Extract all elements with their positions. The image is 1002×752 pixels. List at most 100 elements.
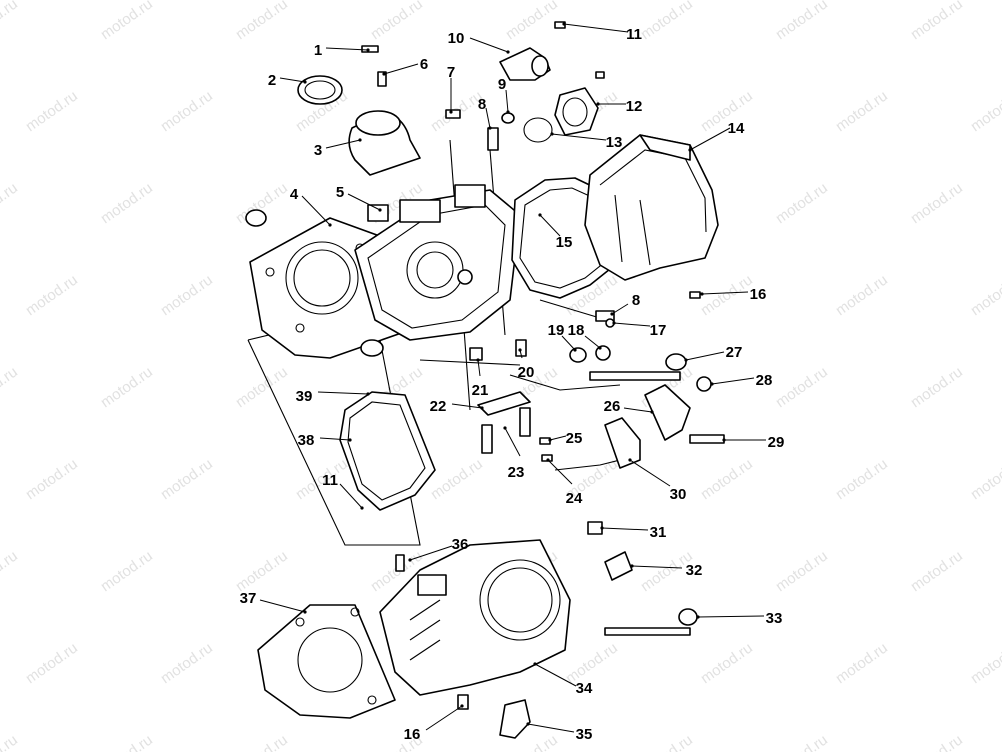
leader-arrowhead	[518, 348, 522, 352]
watermark-text: motod.ru	[773, 547, 831, 595]
watermark-text: motod.ru	[773, 363, 831, 411]
watermark-text: motod.ru	[0, 0, 21, 43]
callout-14: 14	[688, 120, 745, 152]
leader-arrowhead	[366, 48, 370, 52]
leader-line	[623, 407, 653, 413]
leader-line	[584, 335, 601, 349]
leader-arrowhead	[562, 22, 566, 26]
leader-line	[551, 133, 607, 141]
leader-arrowhead	[630, 564, 634, 568]
callout-label: 39	[296, 388, 313, 405]
leader-line	[547, 459, 573, 485]
callout-label: 3	[314, 142, 322, 159]
watermark-text: motod.ru	[233, 731, 291, 752]
leader-arrowhead	[596, 102, 600, 106]
leader-arrowhead	[538, 213, 542, 217]
callout-label: 25	[566, 430, 583, 447]
callout-7: 7	[447, 64, 455, 114]
leader-arrowhead	[684, 358, 688, 362]
watermark-text: motod.ru	[968, 639, 1002, 687]
callout-label: 5	[336, 184, 344, 201]
leader-line	[711, 377, 755, 385]
callout-label: 17	[650, 322, 667, 339]
leader-arrowhead	[328, 223, 332, 227]
watermark-text: motod.ru	[98, 179, 156, 227]
leader-line	[317, 391, 369, 395]
watermark-text: motod.ru	[833, 271, 891, 319]
watermark-text: motod.ru	[0, 731, 21, 752]
watermark-text: motod.ru	[23, 271, 81, 319]
callout-label: 6	[420, 56, 428, 73]
callout-21: 21	[472, 358, 489, 399]
water-outlet	[499, 21, 605, 143]
leader-arrowhead	[449, 110, 453, 114]
leader-line	[347, 193, 381, 211]
watermark-text: motod.ru	[968, 271, 1002, 319]
callout-11: 11	[322, 472, 364, 510]
base-gasket	[257, 604, 396, 719]
leader-arrowhead	[550, 132, 554, 136]
callout-label: 35	[576, 726, 593, 743]
callout-label: 36	[452, 536, 469, 553]
callout-label: 13	[606, 134, 623, 151]
watermark-text: motod.ru	[98, 0, 156, 43]
callout-31: 31	[600, 524, 666, 541]
callout-label: 38	[298, 432, 315, 449]
leader-arrowhead	[480, 406, 484, 410]
callout-label: 23	[508, 464, 525, 481]
watermark-text: motod.ru	[833, 455, 891, 503]
leader-arrowhead	[506, 50, 510, 54]
callout-4: 4	[290, 186, 332, 227]
watermark-text: motod.ru	[908, 731, 966, 752]
watermark-text: motod.ru	[233, 363, 291, 411]
callout-1: 1	[314, 42, 370, 59]
watermark-text: motod.ru	[23, 87, 81, 135]
leader-arrowhead	[546, 458, 550, 462]
callout-label: 7	[447, 64, 455, 81]
leader-arrowhead	[460, 704, 464, 708]
callout-label: 28	[756, 372, 773, 389]
callout-label: 9	[498, 76, 506, 93]
callout-label: 11	[322, 472, 338, 489]
leader-line	[425, 705, 463, 731]
watermark-text: motod.ru	[428, 455, 486, 503]
callout-8: 8	[478, 96, 492, 130]
leader-arrowhead	[476, 358, 480, 362]
callout-label: 16	[750, 286, 767, 303]
valve-springs	[477, 391, 553, 462]
callout-label: 21	[472, 382, 489, 399]
watermark-text: motod.ru	[773, 179, 831, 227]
watermark-text: motod.ru	[233, 547, 291, 595]
leader-line	[383, 63, 419, 75]
callout-26: 26	[604, 398, 654, 415]
callout-29: 29	[722, 434, 784, 451]
callout-label: 29	[768, 434, 785, 451]
leader-arrowhead	[533, 662, 537, 666]
watermark-text: motod.ru	[0, 363, 21, 411]
leader-arrowhead	[650, 410, 654, 414]
leader-arrowhead	[358, 138, 362, 142]
watermark-text: motod.ru	[908, 179, 966, 227]
callout-28: 28	[710, 372, 772, 389]
callout-27: 27	[684, 344, 742, 362]
callout-24: 24	[546, 458, 583, 507]
leader-line	[477, 359, 481, 377]
leader-line	[534, 663, 577, 687]
callout-2: 2	[268, 72, 307, 89]
leader-line	[339, 483, 363, 509]
callout-5: 5	[336, 184, 382, 212]
callout-3: 3	[314, 138, 362, 159]
leader-line	[301, 195, 331, 226]
leader-arrowhead	[548, 438, 552, 442]
watermark-text: motod.ru	[368, 0, 426, 43]
watermark-text: motod.ru	[773, 731, 831, 752]
valve-cover	[584, 134, 719, 281]
callout-25: 25	[548, 430, 582, 447]
callout-label: 20	[518, 364, 535, 381]
leader-line	[685, 351, 725, 361]
leader-line	[549, 435, 567, 441]
watermark-text: motod.ru	[638, 731, 696, 752]
callout-13: 13	[550, 132, 622, 151]
